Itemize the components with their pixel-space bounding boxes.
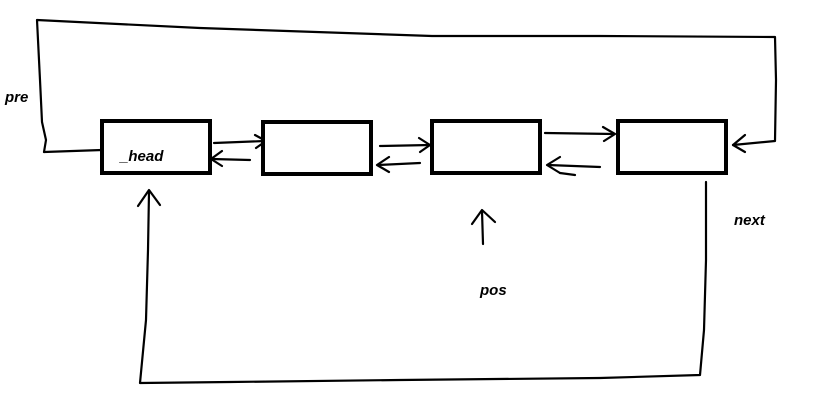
edge-next-3-4-arrowhead	[601, 125, 617, 143]
edge-pre-3-2-arrowhead	[375, 155, 391, 174]
edge-pre-2-1	[210, 157, 252, 162]
list-node-1	[100, 119, 212, 175]
pos-pointer-arrowhead	[470, 208, 497, 226]
edge-pre-4-3-arrowhead	[545, 155, 562, 175]
edge-pre-3-2	[376, 161, 422, 167]
pre-wrap-arrowhead	[731, 133, 747, 154]
next-wrap-arrowhead	[136, 188, 162, 208]
edge-pre-4-3-tail	[558, 171, 577, 177]
edge-next-2-3	[378, 143, 432, 148]
pre-wrap-line	[35, 18, 778, 154]
list-node-2	[261, 120, 373, 176]
node-1-label: _head	[119, 148, 164, 165]
next-wrap-line	[138, 180, 708, 385]
next-label: next	[734, 212, 766, 229]
edge-next-3-4	[543, 131, 616, 136]
pre-wrap-entry	[42, 148, 104, 154]
pre-label: pre	[4, 89, 28, 106]
list-node-3	[430, 119, 542, 175]
edge-pre-4-3	[546, 163, 602, 169]
pos-label: pos	[479, 282, 507, 299]
pos-pointer-arrow	[480, 209, 485, 246]
list-node-4	[616, 119, 728, 175]
edge-next-1-2	[212, 139, 267, 145]
